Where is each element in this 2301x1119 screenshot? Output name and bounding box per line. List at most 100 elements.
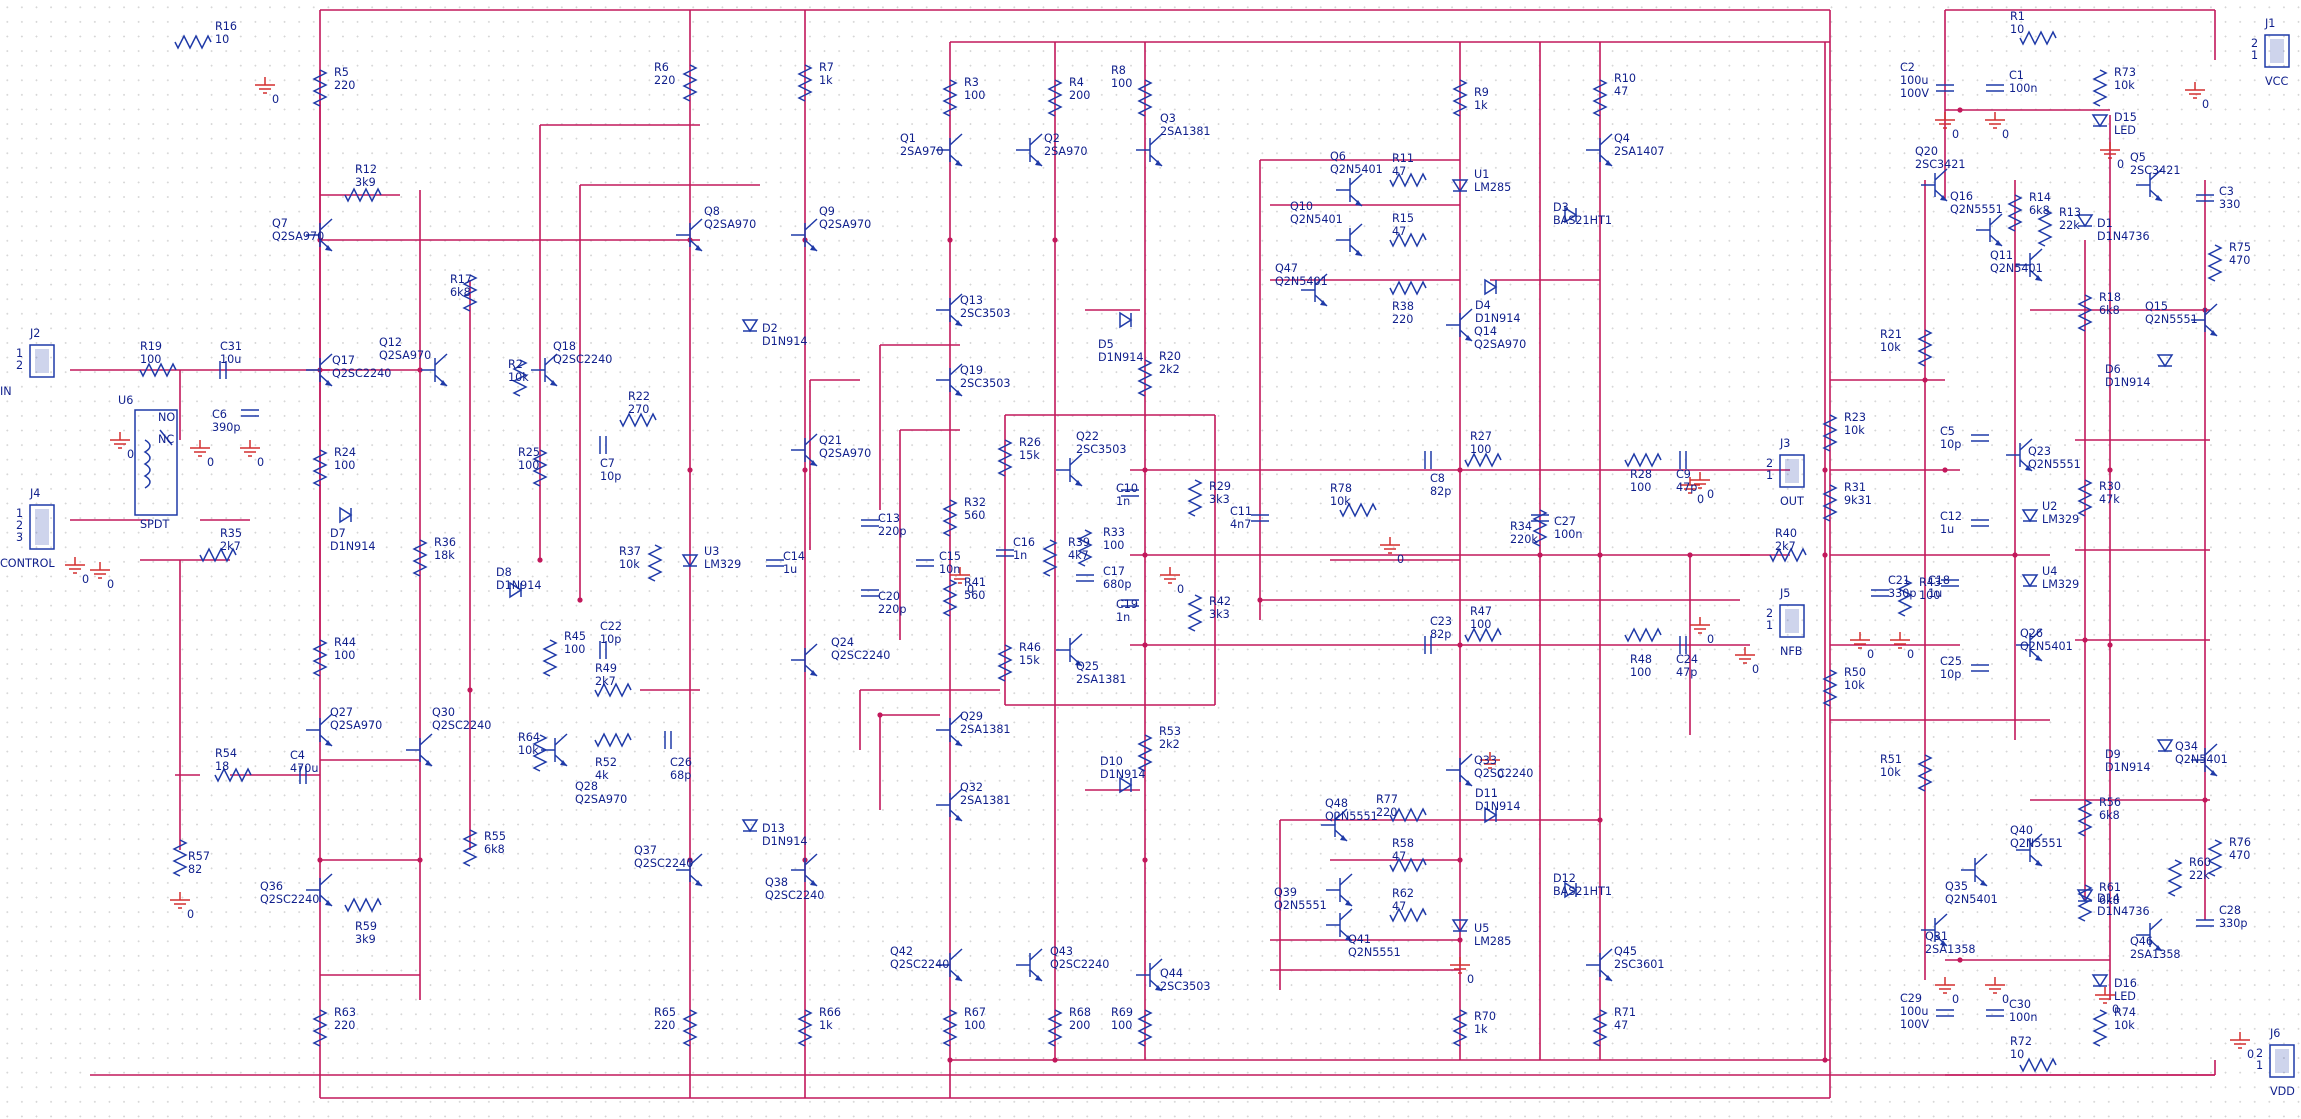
junction-dot — [1822, 467, 1828, 473]
resistor-r20 — [1137, 359, 1153, 397]
value-label: 220 — [654, 74, 675, 87]
capacitor-c8 — [1424, 451, 1432, 469]
ground-label: 0 — [2002, 993, 2009, 1006]
value-label: 2k7 — [595, 675, 616, 688]
ref-label: C28 — [2219, 904, 2241, 917]
value-label: 330p — [2219, 917, 2247, 930]
value-label: 220 — [1392, 313, 1413, 326]
value-label: 560 — [964, 509, 985, 522]
value-label: 2SA1381 — [960, 794, 1011, 807]
ground-symbol — [1160, 567, 1180, 584]
resistor-r47 — [1464, 627, 1502, 643]
pin-number: 1 — [16, 507, 23, 520]
ground-label: 0 — [2002, 128, 2009, 141]
pin-number: 2 — [16, 359, 23, 372]
transistor-q21 — [791, 433, 818, 467]
resistor-r48 — [1624, 627, 1662, 643]
value-label: 220 — [334, 1019, 355, 1032]
value-label: 9k31 — [1844, 494, 1872, 507]
value-label: 15k — [1019, 449, 1040, 462]
ref-label: C5 — [1940, 425, 1955, 438]
value-label: 10p — [600, 470, 621, 483]
ref-label: R52 — [595, 756, 617, 769]
junction-dot — [1822, 552, 1828, 558]
ref-label: R61 — [2099, 881, 2121, 894]
ref-label: R1 — [2010, 10, 2025, 23]
transistor-q8 — [676, 218, 703, 252]
value-label: Q2SA970 — [272, 230, 324, 243]
ref-label: Q28 — [575, 780, 598, 793]
value-label: 10k — [1880, 341, 1901, 354]
resistor-r11 — [1389, 172, 1427, 188]
ref-label: D10 — [1100, 755, 1123, 768]
value-label: LM329 — [704, 558, 741, 571]
ref-label: Q44 — [1160, 967, 1183, 980]
value-label: 10u — [220, 353, 241, 366]
junction-dot — [877, 712, 883, 718]
value-label: 47 — [1392, 850, 1406, 863]
ref-label: C1 — [2009, 69, 2024, 82]
resistor-r16 — [174, 34, 212, 50]
value-label: 470 — [2229, 849, 2250, 862]
capacitor-c6 — [241, 409, 259, 417]
transistor-q19 — [936, 363, 963, 397]
capacitor-c18 — [1941, 579, 1959, 587]
ref-label: Q15 — [2145, 300, 2168, 313]
ground-symbol — [1450, 957, 1470, 974]
transistor-q20 — [1921, 168, 1948, 202]
capacitor-c31 — [219, 361, 227, 379]
value-label: 47 — [1392, 225, 1406, 238]
value-label: 10k — [1330, 495, 1351, 508]
ground-label: 0 — [187, 908, 194, 921]
value-label: 10k — [2114, 1019, 2135, 1032]
resistor-r2 — [512, 359, 528, 397]
resistor-r34 — [1532, 509, 1548, 547]
value-label: LM285 — [1474, 181, 1511, 194]
capacitor-c15 — [916, 559, 934, 567]
junction-dot — [537, 557, 543, 563]
value-label: 82p — [1430, 628, 1451, 641]
ref-label: Q4 — [1614, 132, 1630, 145]
value-label: Q2SA970 — [575, 793, 627, 806]
resistor-r15 — [1389, 232, 1427, 248]
pin-number: 2 — [1766, 607, 1773, 620]
value-label: 2SA1381 — [1076, 673, 1127, 686]
diode-d14 — [2076, 889, 2094, 903]
ground-label: 0 — [1952, 128, 1959, 141]
ground-symbol — [110, 432, 130, 449]
ground-label: 0 — [1907, 648, 1914, 661]
ground-label: 0 — [2202, 98, 2209, 111]
value-label: 6k8 — [2029, 204, 2050, 217]
junction-dot — [1142, 642, 1148, 648]
value-label: Q2SA970 — [819, 218, 871, 231]
value-label: 3k3 — [1209, 493, 1230, 506]
ground-label: 0 — [82, 573, 89, 586]
ref-label: R42 — [1209, 595, 1231, 608]
ref-label: C8 — [1430, 472, 1445, 485]
ref-label: R50 — [1844, 666, 1866, 679]
junction-dot — [1822, 1057, 1828, 1063]
value-label: Q2N5401 — [1275, 275, 1328, 288]
value-label: D1N914 — [1100, 768, 1145, 781]
ref-label: Q41 — [1348, 933, 1371, 946]
value-label: 6k8 — [2099, 304, 2120, 317]
resistor-r3 — [942, 79, 958, 117]
transistor-q15 — [2191, 303, 2218, 337]
ref-label: R36 — [434, 536, 456, 549]
transistor-q24 — [791, 643, 818, 677]
ground-label: 0 — [1177, 583, 1184, 596]
value-label: D1N914 — [2105, 376, 2150, 389]
diode-d16 — [2091, 974, 2109, 988]
ref-label: R15 — [1392, 212, 1414, 225]
capacitor-c1 — [1986, 84, 2004, 92]
junction-dot — [1142, 552, 1148, 558]
ref-label: Q13 — [960, 294, 983, 307]
ground-symbol — [950, 567, 970, 584]
junction-dot — [417, 857, 423, 863]
ref-label: C27 — [1554, 515, 1576, 528]
value-label: Q2N5401 — [1990, 262, 2043, 275]
rating-label: 100V — [1900, 1018, 1929, 1031]
ref-label: D14 — [2097, 892, 2120, 905]
ground-label: 0 — [1497, 768, 1504, 781]
